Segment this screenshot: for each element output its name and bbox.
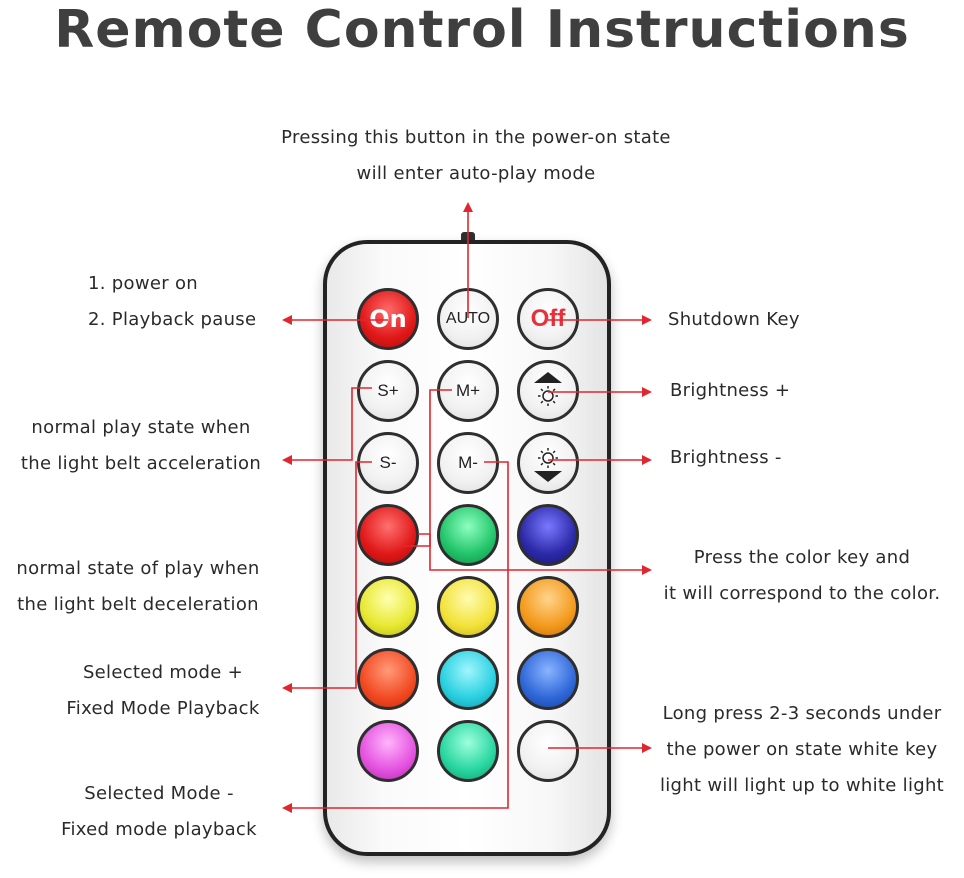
auto-annotation-line-2: will enter auto-play mode <box>356 163 596 184</box>
sun-up-icon <box>534 372 562 406</box>
off-button-label: Off <box>530 305 566 332</box>
mode-down-button[interactable]: M- <box>437 432 499 494</box>
off-button[interactable]: Off <box>517 288 579 350</box>
white-button[interactable] <box>517 720 579 782</box>
arrow-speed-up <box>282 387 372 465</box>
color-button-yellow-green[interactable] <box>357 576 419 638</box>
color-annotation: Press the color key and it will correspo… <box>640 540 964 612</box>
mode-up-annotation: Selected mode + Fixed Mode Playback <box>50 655 276 727</box>
on-button-label: On <box>369 305 407 333</box>
speed-up-annotation: normal play state when the light belt ac… <box>0 410 282 482</box>
page-title: Remote Control Instructions <box>54 0 910 60</box>
color-button-yellow[interactable] <box>437 576 499 638</box>
on-button[interactable]: On <box>357 288 419 350</box>
color-button-red[interactable] <box>357 504 419 566</box>
color-button-blue[interactable] <box>517 504 579 566</box>
color-button-teal[interactable] <box>437 720 499 782</box>
color-button-orange-red[interactable] <box>357 648 419 710</box>
white-line-3: light will light up to white light <box>659 775 945 796</box>
speed-down-label: S- <box>379 453 397 472</box>
color-button-pink[interactable] <box>357 720 419 782</box>
on-annotation-line-1: 1. power on <box>88 273 198 294</box>
color-button-orange[interactable] <box>517 576 579 638</box>
arrow-mode-down <box>282 461 509 813</box>
on-annotation-line-2: 2. Playback pause <box>88 309 257 330</box>
auto-annotation-line-1: Pressing this button in the power-on sta… <box>281 127 671 148</box>
white-line-1: Long press 2-3 seconds under <box>662 703 942 724</box>
on-annotation: 1. power on 2. Playback pause <box>88 266 256 338</box>
color-button-cyan[interactable] <box>437 648 499 710</box>
speed-down-annotation: normal state of play when the light belt… <box>0 551 276 623</box>
mode-up-label: M+ <box>455 381 481 400</box>
sun-down-icon <box>534 448 562 482</box>
mode-up-button[interactable]: M+ <box>437 360 499 422</box>
white-annotation: Long press 2-3 seconds under the power o… <box>640 696 964 804</box>
mode-up-line-2: Fixed Mode Playback <box>66 698 260 719</box>
auto-annotation: Pressing this button in the power-on sta… <box>250 120 702 192</box>
mode-down-line-1: Selected Mode - <box>84 783 234 804</box>
color-button-green[interactable] <box>437 504 499 566</box>
mode-down-annotation: Selected Mode - Fixed mode playback <box>48 776 270 848</box>
brightness-up-annotation: Brightness + <box>670 380 791 401</box>
color-line-1: Press the color key and <box>693 547 911 568</box>
brightness-down-annotation: Brightness - <box>670 447 782 468</box>
speed-down-button[interactable]: S- <box>357 432 419 494</box>
mode-down-line-2: Fixed mode playback <box>61 819 257 840</box>
arrow-color <box>418 533 652 575</box>
arrow-speed-down <box>282 461 372 693</box>
mode-up-line-1: Selected mode + <box>82 662 244 683</box>
white-line-2: the power on state white key <box>666 739 938 760</box>
speed-up-line-1: normal play state when <box>31 417 251 438</box>
speed-up-label: S+ <box>377 381 399 400</box>
arrow-mode-up <box>402 389 452 547</box>
off-annotation: Shutdown Key <box>668 309 800 330</box>
mode-down-label: M- <box>458 453 478 472</box>
brightness-up-button[interactable] <box>517 360 579 422</box>
speed-down-line-2: the light belt deceleration <box>17 594 259 615</box>
color-button-light-blue[interactable] <box>517 648 579 710</box>
speed-down-line-1: normal state of play when <box>16 558 260 579</box>
color-line-2: it will correspond to the color. <box>663 583 941 604</box>
brightness-down-button[interactable] <box>517 432 579 494</box>
speed-up-button[interactable]: S+ <box>357 360 419 422</box>
speed-up-line-2: the light belt acceleration <box>20 453 262 474</box>
auto-button-label: AUTO <box>445 310 491 327</box>
